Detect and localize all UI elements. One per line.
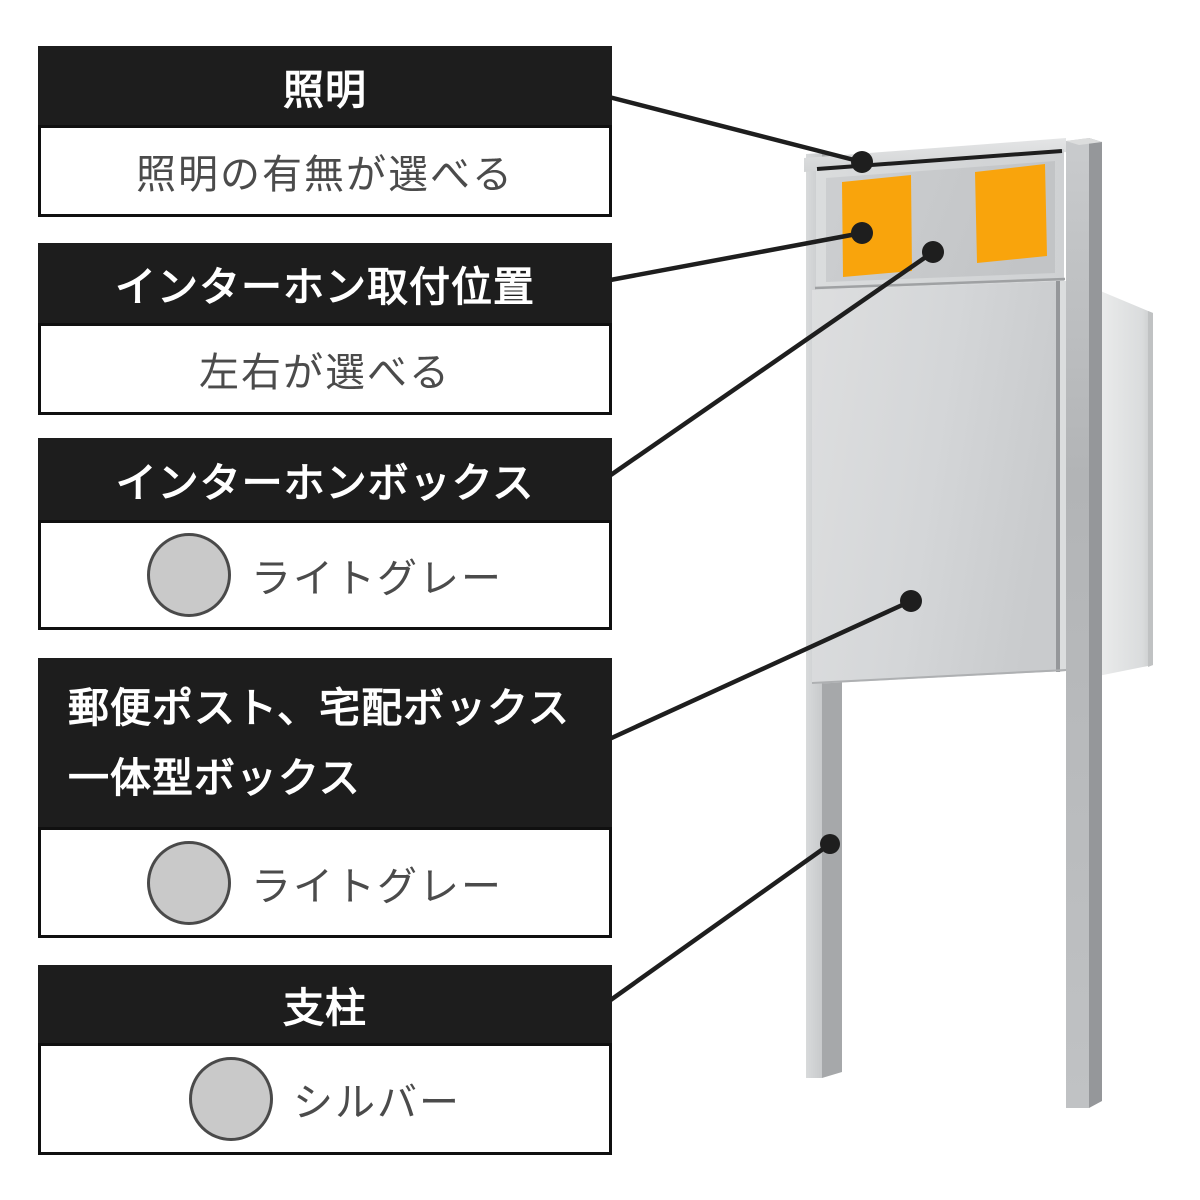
rear-wing-panel-edge	[1148, 311, 1153, 667]
light-gray-swatch-label: ライトグレー	[251, 557, 503, 601]
marker-intercom-box	[922, 241, 944, 263]
callout-intercom-box-color: ライトグレー	[38, 520, 612, 630]
callout-integrated-box-title-line1: 郵便ポスト、宅配ボックス	[68, 684, 570, 731]
marker-intercom-position	[851, 222, 873, 244]
light-gray-swatch	[147, 533, 231, 617]
support-post-right-top	[1066, 138, 1102, 145]
callout-lighting-title: 照明	[38, 46, 612, 125]
light-gray-swatch-label: ライトグレー	[251, 864, 503, 909]
intercom-position-left	[842, 175, 912, 277]
callout-intercom-box-title: インターホンボックス	[38, 438, 612, 520]
leader-intercom-position	[604, 230, 863, 284]
callout-support-post-color: シルバー	[38, 1043, 612, 1155]
callout-lighting: 照明 照明の有無が選べる	[38, 46, 612, 217]
callout-intercom-position-description: 左右が選べる	[38, 323, 612, 415]
door-bottom-edge	[811, 669, 1067, 684]
callout-integrated-box-color: ライトグレー	[38, 827, 612, 938]
callout-integrated-box-title: 郵便ポスト、宅配ボックス 一体型ボックス	[38, 658, 612, 827]
marker-lighting	[851, 151, 873, 173]
light-gray-swatch	[147, 840, 231, 925]
callout-support-post: 支柱 シルバー	[38, 965, 612, 1155]
silver-swatch	[189, 1057, 273, 1141]
leader-lighting	[604, 93, 863, 165]
support-post-right-side	[1089, 138, 1102, 1108]
mail-and-delivery-integrated-box-door	[812, 281, 1066, 684]
leader-integrated-box	[604, 598, 912, 744]
callout-lighting-description: 照明の有無が選べる	[38, 125, 612, 217]
leader-intercom-box	[603, 250, 935, 481]
callout-support-post-title: 支柱	[38, 965, 612, 1043]
panel-door-seam	[814, 277, 1066, 290]
silver-swatch-label: シルバー	[293, 1081, 461, 1125]
callout-integrated-box-title-line2: 一体型ボックス	[68, 754, 361, 801]
intercom-position-right	[975, 164, 1047, 263]
callout-integrated-box: 郵便ポスト、宅配ボックス 一体型ボックス ライトグレー	[38, 658, 612, 938]
rear-wing-panel	[1098, 290, 1153, 676]
leader-support-post	[603, 842, 832, 1006]
support-post-right-front	[1066, 138, 1089, 1108]
marker-support-post	[820, 834, 840, 854]
marker-integrated-box	[900, 590, 922, 612]
callout-intercom-position: インターホン取付位置 左右が選べる	[38, 243, 612, 415]
callout-intercom-position-title: インターホン取付位置	[38, 243, 612, 323]
callout-intercom-box: インターホンボックス ライトグレー	[38, 438, 612, 630]
door-edge-seam-dark	[1056, 281, 1060, 672]
door-edge-seam-highlight	[1060, 281, 1066, 672]
